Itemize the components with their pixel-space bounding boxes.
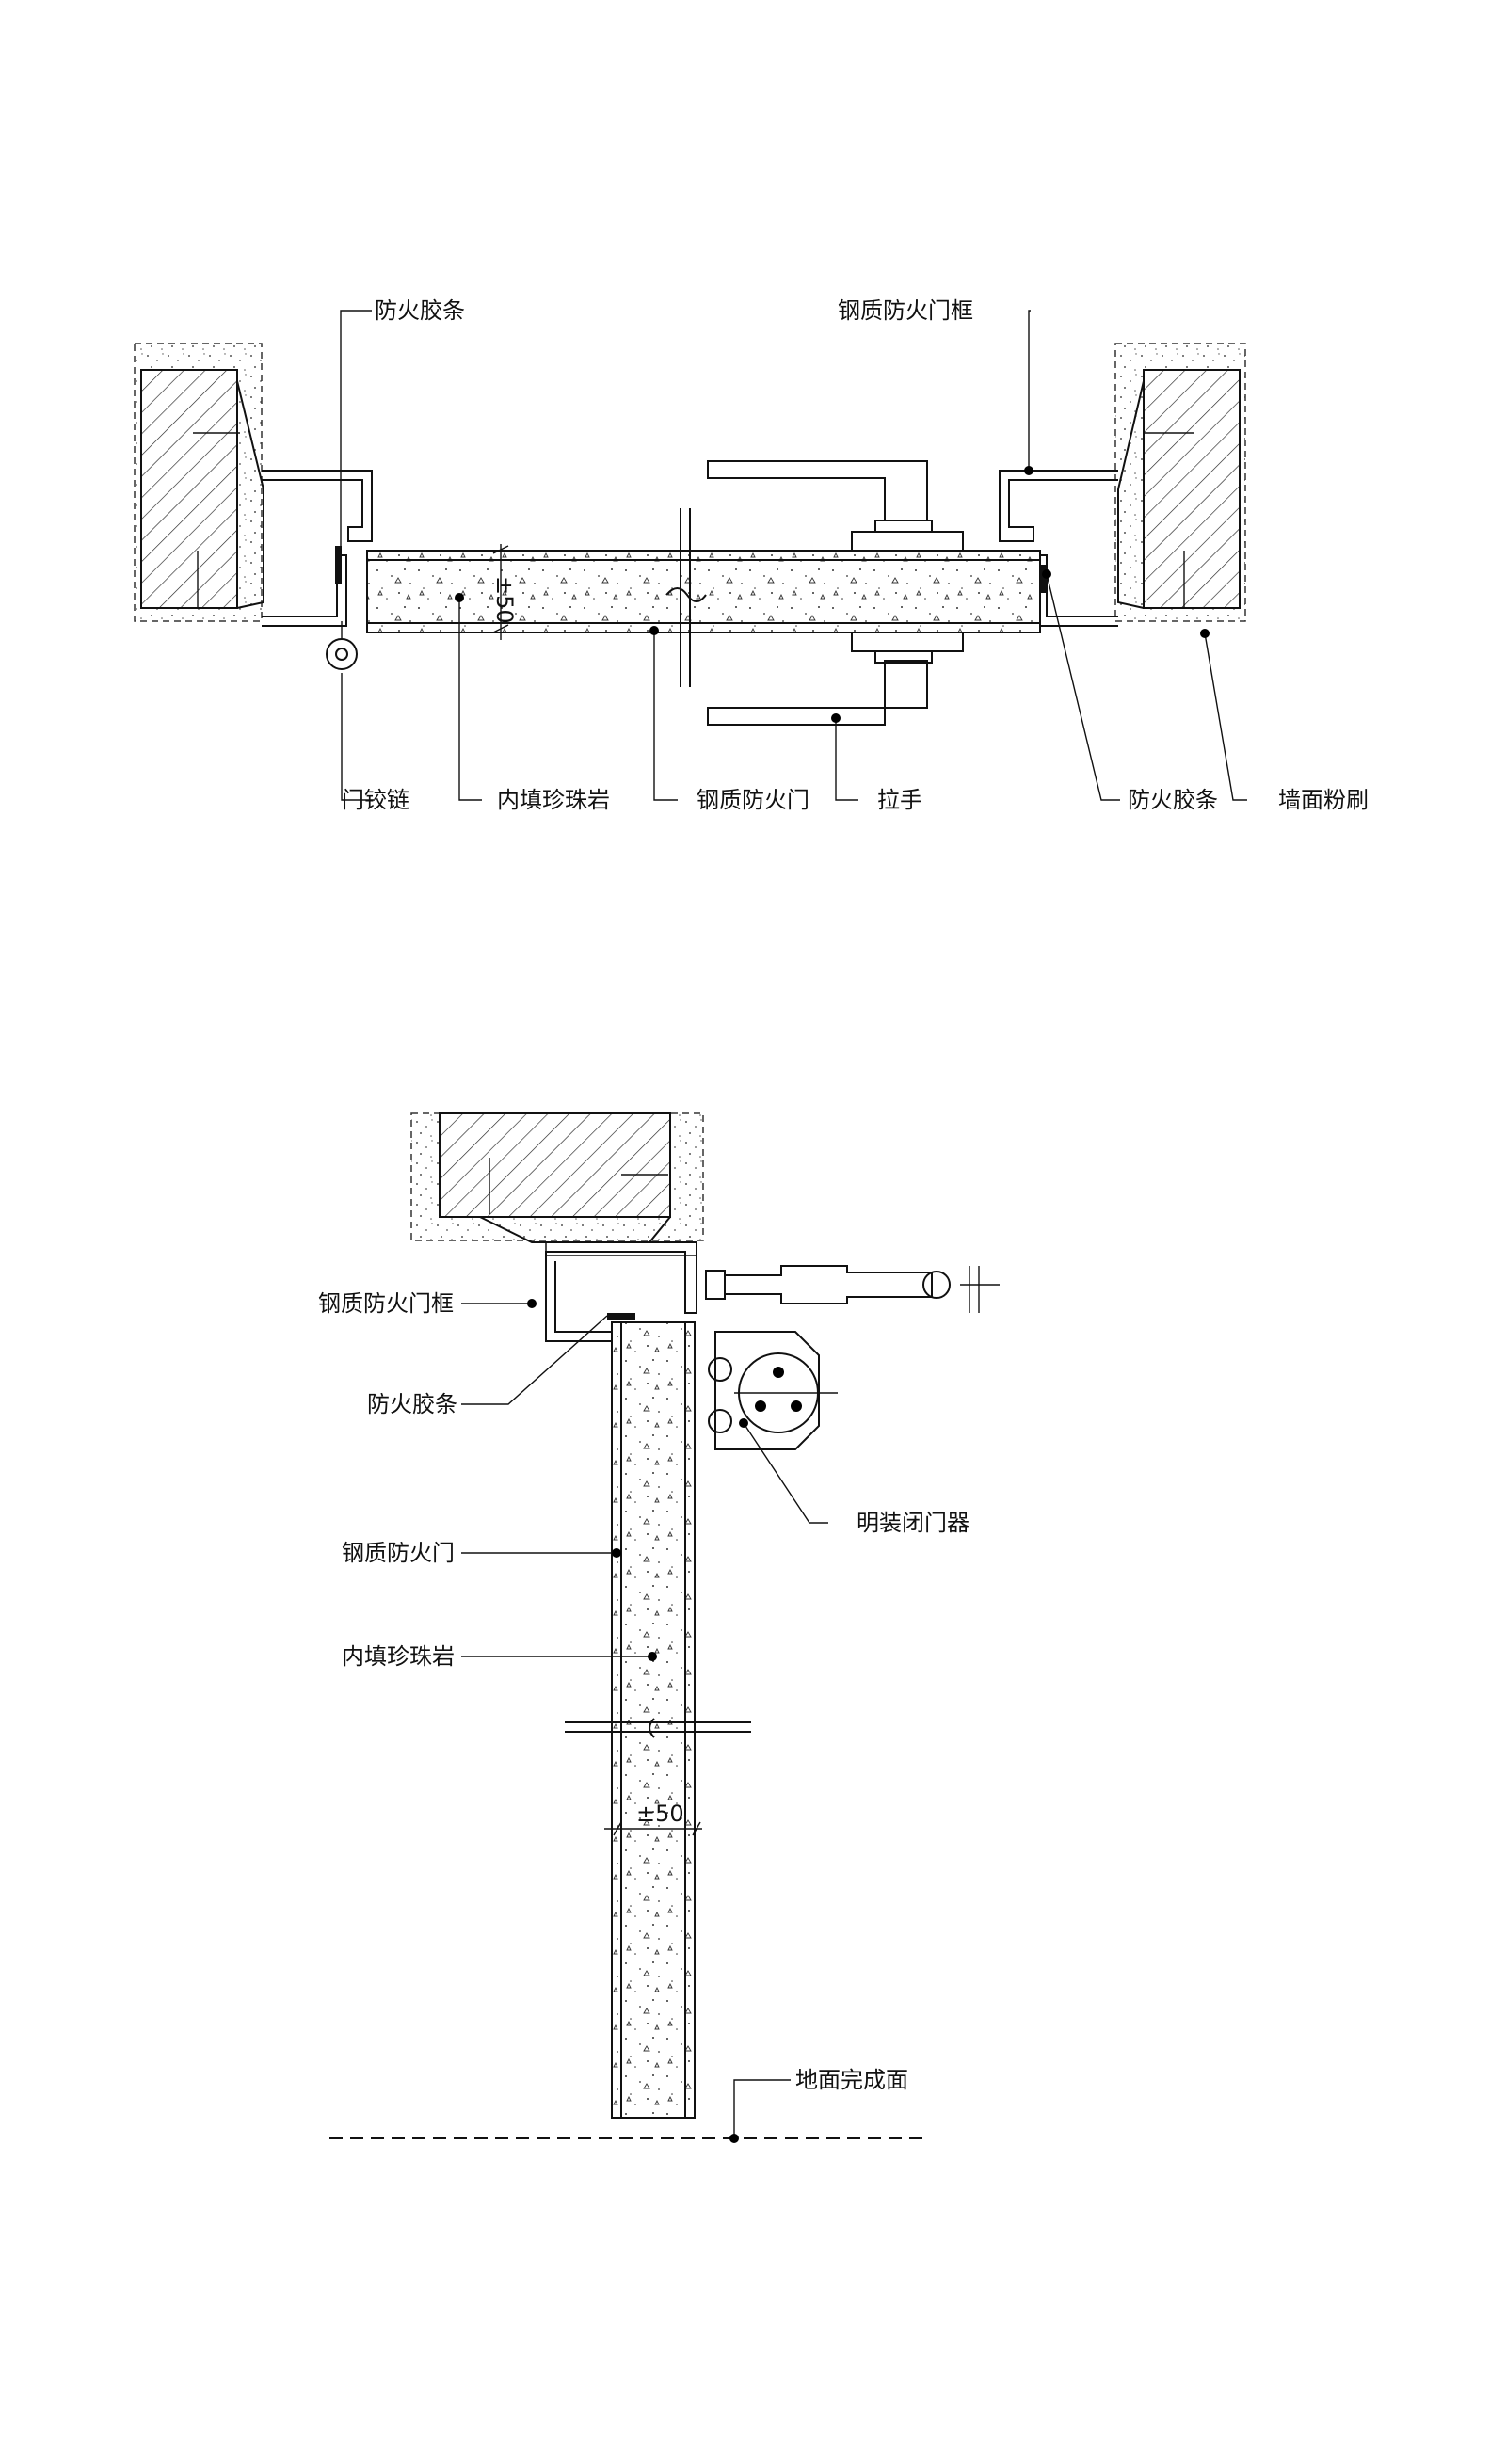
label-steel-frame: 钢质防火门框	[838, 297, 973, 324]
label-hinge: 门铰链	[342, 787, 409, 813]
section-leaders	[461, 1299, 828, 2143]
fire-seal-right-mark	[1040, 565, 1047, 593]
label-wall-plaster: 墙面粉刷	[1278, 787, 1369, 813]
fire-seal-left-mark	[335, 546, 342, 584]
label-handle: 拉手	[877, 787, 922, 813]
plan-leaders	[340, 310, 1247, 801]
right-wall	[1114, 343, 1246, 622]
label-section-perlite: 内填珍珠岩	[342, 1643, 455, 1670]
section-fire-seal	[607, 1313, 635, 1320]
break-line	[665, 508, 707, 687]
left-wall	[134, 343, 264, 622]
left-frame	[262, 470, 373, 627]
label-section-fire-seal: 防火胶条	[367, 1391, 457, 1417]
dimension-plan: ±50	[491, 544, 518, 640]
head-wall	[410, 1112, 704, 1243]
closer-arm	[705, 1265, 1000, 1313]
door-closer	[708, 1331, 838, 1450]
section-break	[565, 1718, 751, 1738]
label-fire-seal-right: 防火胶条	[1128, 787, 1218, 813]
door-leaf	[366, 550, 1041, 633]
label-perlite: 内填珍珠岩	[497, 787, 610, 813]
label-floor-finish: 地面完成面	[795, 2067, 908, 2093]
label-section-steel-door: 钢质防火门	[342, 1540, 455, 1566]
label-door-closer: 明装闭门器	[857, 1510, 969, 1536]
dimension-label-section: ±50	[636, 1800, 684, 1827]
door-handle	[707, 460, 964, 726]
plan-detail: ±50 防火胶条 钢质防火门框 门铰链 内填珍珠岩 钢质防火门 拉手 防火胶条 …	[134, 297, 1369, 813]
label-steel-door: 钢质防火门	[697, 787, 809, 813]
dimension-label: ±50	[491, 576, 518, 624]
section-detail: ±50	[318, 1112, 1000, 2143]
hinge	[326, 621, 358, 670]
dimension-section: ±50	[604, 1800, 702, 1836]
label-fire-seal-left: 防火胶条	[375, 297, 465, 324]
label-section-steel-frame: 钢质防火门框	[318, 1290, 454, 1317]
